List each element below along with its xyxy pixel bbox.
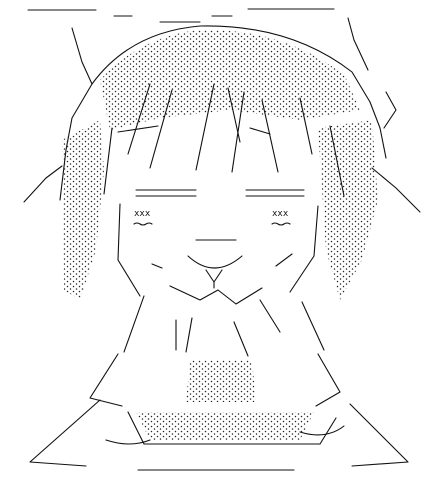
floor: [29, 399, 409, 471]
left-eye-text: xxx: [134, 209, 151, 219]
hair-fill: [62, 29, 378, 300]
eyes: xxx xxx: [133, 189, 305, 226]
left-eye: xxx: [133, 189, 197, 226]
collar: [123, 285, 325, 357]
hair-outline: [23, 17, 421, 213]
face-sides: [117, 203, 319, 297]
right-eye: xxx: [245, 189, 305, 226]
hair-bangs: [103, 83, 345, 197]
right-eye-text: xxx: [272, 209, 289, 219]
body: [89, 353, 345, 445]
top-lines: [27, 8, 335, 23]
mouth: [187, 239, 243, 289]
